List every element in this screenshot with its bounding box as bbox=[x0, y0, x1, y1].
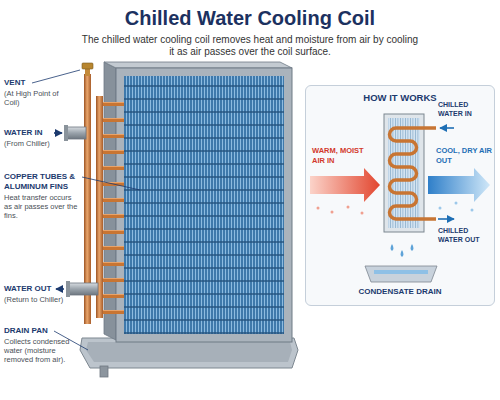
air-dot bbox=[317, 207, 320, 210]
coil-top-flange bbox=[104, 62, 292, 68]
label-slot: COOL, DRY AIR OUT bbox=[436, 146, 492, 165]
water-drop bbox=[411, 244, 414, 251]
water-drop bbox=[391, 244, 394, 251]
label-slot: Collects condensed water (moisture remov… bbox=[4, 337, 76, 364]
drain-pan bbox=[80, 338, 298, 377]
label-slot: WARM, MOIST AIR IN bbox=[312, 146, 374, 165]
aluminum-fins bbox=[124, 76, 284, 334]
part-note: Collects condensed water (moisture remov… bbox=[4, 337, 76, 364]
air-dot bbox=[347, 206, 350, 209]
part-note: (At High Point of Coil) bbox=[4, 89, 64, 107]
condensate-tray bbox=[365, 266, 437, 282]
panel-box: HOW IT WORKS bbox=[305, 85, 495, 306]
small-coil bbox=[384, 114, 454, 232]
label-slot: CONDENSATE DRAIN bbox=[350, 287, 450, 297]
part-note: (From Chiller) bbox=[4, 139, 64, 148]
water-drop bbox=[401, 250, 404, 257]
label-slot: (From Chiller) bbox=[4, 139, 64, 148]
label-slot: WATER IN bbox=[4, 128, 64, 138]
drain-spout bbox=[100, 366, 108, 377]
water-in-flange bbox=[64, 125, 68, 141]
coil-body bbox=[98, 62, 292, 342]
condensate-water bbox=[374, 270, 428, 274]
coil-tubes bbox=[124, 76, 284, 334]
vent-leader bbox=[32, 70, 80, 83]
air-arrows bbox=[310, 168, 490, 215]
flow-label: CONDENSATE DRAIN bbox=[350, 287, 450, 297]
part-label: WATER IN bbox=[4, 128, 64, 138]
label-slot: CHILLED WATER OUT bbox=[438, 226, 494, 244]
part-note: Heat transfer occurs as air passes over … bbox=[4, 193, 78, 220]
coil-frame bbox=[116, 68, 292, 342]
part-label: VENT bbox=[4, 78, 64, 88]
water-out-flange bbox=[66, 281, 70, 297]
part-label: DRAIN PAN bbox=[4, 326, 64, 336]
chilled-out-arrow bbox=[438, 218, 454, 220]
label-slot: (At High Point of Coil) bbox=[4, 89, 64, 107]
flow-label: COOL, DRY AIR OUT bbox=[436, 146, 492, 165]
water-in-arrow bbox=[54, 132, 62, 134]
air-dot bbox=[361, 212, 364, 215]
chilled-in-arrow bbox=[440, 127, 454, 129]
flow-label: WARM, MOIST AIR IN bbox=[312, 146, 374, 165]
label-slot: WATER OUT bbox=[4, 284, 64, 294]
water-in-pipe bbox=[66, 127, 86, 139]
diagram-caption: The chilled water cooling coil removes h… bbox=[78, 34, 422, 58]
flow-label: CHILLED WATER IN bbox=[438, 100, 494, 118]
air-dot bbox=[455, 202, 458, 205]
panel-heading: HOW IT WORKS bbox=[306, 86, 494, 103]
label-slot: COPPER TUBES & ALUMINUM FINS bbox=[4, 172, 80, 192]
label-slot: DRAIN PAN bbox=[4, 326, 64, 336]
part-label: COPPER TUBES & ALUMINUM FINS bbox=[4, 172, 80, 192]
drain-pan-inner bbox=[86, 342, 292, 362]
water-out-arrow bbox=[56, 288, 64, 290]
flow-label: CHILLED WATER OUT bbox=[438, 226, 494, 244]
condensate bbox=[365, 244, 437, 282]
label-slot: (Return to Chiller) bbox=[4, 295, 66, 304]
water-out-pipe bbox=[68, 283, 98, 295]
title-slot: Chilled Water Cooling Coil bbox=[0, 6, 500, 30]
serpentine-tube bbox=[390, 128, 436, 219]
label-slot: Heat transfer occurs as air passes over … bbox=[4, 193, 78, 220]
part-label: WATER OUT bbox=[4, 284, 64, 294]
cool-air-arrow bbox=[428, 168, 490, 202]
fins-leader bbox=[82, 177, 140, 190]
label-slot: CHILLED WATER IN bbox=[438, 100, 494, 118]
part-note: (Return to Chiller) bbox=[4, 295, 66, 304]
vent-valve bbox=[82, 63, 93, 69]
air-dot bbox=[331, 211, 334, 214]
label-slot: VENT bbox=[4, 78, 64, 88]
air-dot bbox=[439, 207, 442, 210]
air-dot bbox=[471, 209, 474, 212]
panel-ground bbox=[305, 85, 495, 306]
diagram-title: Chilled Water Cooling Coil bbox=[0, 6, 500, 30]
warm-air-arrow bbox=[310, 168, 380, 202]
caption-slot: The chilled water cooling coil removes h… bbox=[78, 34, 422, 58]
